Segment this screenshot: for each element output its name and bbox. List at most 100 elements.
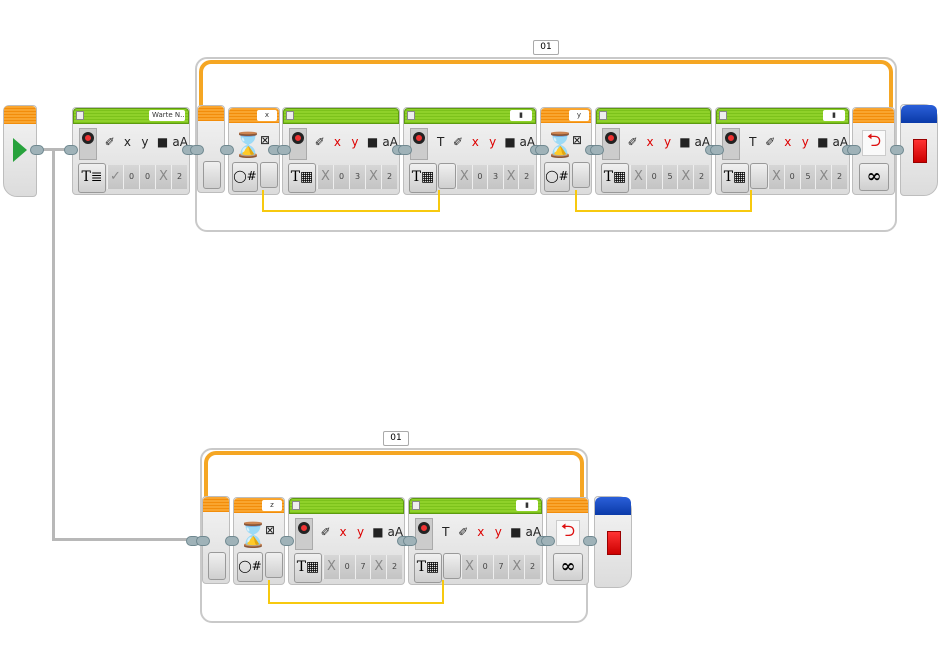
display-header-label[interactable]: ▮ — [823, 110, 845, 121]
x-coordinate-icon: x — [339, 525, 347, 539]
loop-mode-infinity-button[interactable]: ∞ — [553, 553, 583, 581]
eraser-icon: ✐ — [458, 525, 469, 539]
eraser-icon: ✐ — [765, 135, 776, 149]
display-mode-button[interactable]: T▦ — [721, 163, 749, 193]
display-param-x[interactable]: 0 — [123, 165, 139, 189]
display-mode-button[interactable]: T≣ — [78, 163, 106, 193]
wait-input-slot[interactable] — [265, 552, 283, 578]
display-header-label[interactable]: ▮ — [510, 110, 532, 121]
connector-port — [277, 145, 291, 155]
display-param-font[interactable]: 2 — [171, 165, 187, 189]
display-param-clear[interactable]: X — [630, 165, 646, 189]
display-mode-button[interactable]: T▦ — [414, 553, 442, 583]
display-eye-icon — [605, 132, 617, 144]
display-param-font[interactable]: 2 — [693, 165, 709, 189]
hourglass-icon: ⌛ — [238, 521, 268, 549]
display-eye-icon — [413, 132, 425, 144]
display-mode-button[interactable]: T▦ — [294, 553, 322, 583]
display-param-x[interactable]: 0 — [783, 165, 800, 189]
text-input-slot[interactable] — [438, 163, 456, 189]
display-param-clear[interactable]: X — [323, 555, 339, 579]
loop-input-slot[interactable] — [208, 552, 226, 580]
display-header-label[interactable]: ▮ — [516, 500, 538, 511]
stop-program-block[interactable] — [594, 496, 632, 588]
display-param-x[interactable]: 0 — [471, 165, 488, 189]
y-coordinate-icon: y — [663, 135, 672, 149]
text-input-slot[interactable] — [443, 553, 461, 579]
brick-port-icon — [719, 111, 727, 120]
display-param-font[interactable]: 2 — [381, 165, 397, 189]
wait-block[interactable]: x⌛⊠◯# — [228, 107, 280, 195]
display-param-x[interactable]: 0 — [333, 165, 349, 189]
wait-message-name[interactable]: y — [569, 110, 589, 121]
wait-input-slot[interactable] — [260, 162, 278, 188]
data-wire — [575, 190, 752, 212]
loop-name-label[interactable]: 01 — [533, 40, 559, 55]
display-param-color[interactable]: X — [677, 165, 694, 189]
display-param-y[interactable]: 3 — [349, 165, 365, 189]
stop-program-block[interactable] — [900, 104, 938, 196]
display-param-font[interactable]: 2 — [524, 555, 540, 579]
display-param-y[interactable]: 7 — [492, 555, 509, 579]
display-param-color[interactable]: X — [365, 165, 381, 189]
display-param-color[interactable]: X — [502, 165, 519, 189]
display-param-y[interactable]: 3 — [487, 165, 503, 189]
display-param-font[interactable]: 2 — [386, 555, 402, 579]
wait-message-name[interactable]: x — [257, 110, 277, 121]
display-param-clear[interactable]: X — [461, 555, 477, 579]
connector-port — [890, 145, 904, 155]
display-param-x[interactable]: 0 — [476, 555, 493, 579]
display-param-color[interactable]: X — [508, 555, 525, 579]
display-param-x[interactable]: 0 — [338, 555, 355, 579]
x-coordinate-icon: x — [471, 135, 479, 149]
display-param-font[interactable]: 2 — [831, 165, 847, 189]
display-param-color[interactable]: X — [815, 165, 832, 189]
display-mode-button[interactable]: T▦ — [409, 163, 437, 193]
display-param-color[interactable]: X — [370, 555, 387, 579]
wait-mode-button[interactable]: ◯# — [232, 162, 258, 192]
display-header-label[interactable]: Warte N... — [149, 110, 185, 121]
display-param-clear[interactable]: X — [768, 165, 784, 189]
display-header — [283, 108, 399, 124]
wait-mode-button[interactable]: ◯# — [237, 552, 263, 582]
connector-port — [30, 145, 44, 155]
display-param-clear[interactable]: X — [456, 165, 472, 189]
display-param-clear[interactable]: X — [317, 165, 333, 189]
wait-block[interactable]: z⌛⊠◯# — [233, 497, 285, 585]
display-param-y[interactable]: 7 — [354, 555, 371, 579]
data-wire — [268, 580, 444, 604]
wait-mode-button[interactable]: ◯# — [544, 162, 570, 192]
loop-name-label[interactable]: 01 — [383, 431, 409, 446]
loop-end-block[interactable]: ⮌∞ — [852, 107, 895, 195]
brick-port-icon — [599, 111, 607, 120]
wait-message-name[interactable]: z — [262, 500, 282, 511]
display-param-y[interactable]: 5 — [799, 165, 816, 189]
loop-mode-infinity-button[interactable]: ∞ — [859, 163, 889, 191]
display-param-font[interactable]: 2 — [518, 165, 534, 189]
display-param-color[interactable]: X — [155, 165, 171, 189]
text-input-slot[interactable] — [750, 163, 768, 189]
connector-port — [220, 145, 234, 155]
loop-return-arc — [204, 451, 584, 501]
loop-input-slot[interactable] — [203, 161, 221, 189]
display-param-clear[interactable]: ✓ — [107, 165, 123, 189]
display-mode-button[interactable]: T▦ — [601, 163, 629, 193]
y-coordinate-icon: y — [356, 525, 365, 539]
loop-start-block[interactable] — [202, 496, 230, 584]
wait-input-slot[interactable] — [572, 162, 590, 188]
x-coordinate-icon: x — [646, 135, 654, 149]
connector-port — [403, 536, 417, 546]
display-param-y[interactable]: 0 — [139, 165, 155, 189]
display-param-x[interactable]: 0 — [645, 165, 662, 189]
eraser-icon: ✐ — [452, 135, 464, 149]
hourglass-icon: ⌛ — [233, 131, 263, 159]
display-param-y[interactable]: 5 — [661, 165, 678, 189]
display-mode-button[interactable]: T▦ — [288, 163, 316, 193]
